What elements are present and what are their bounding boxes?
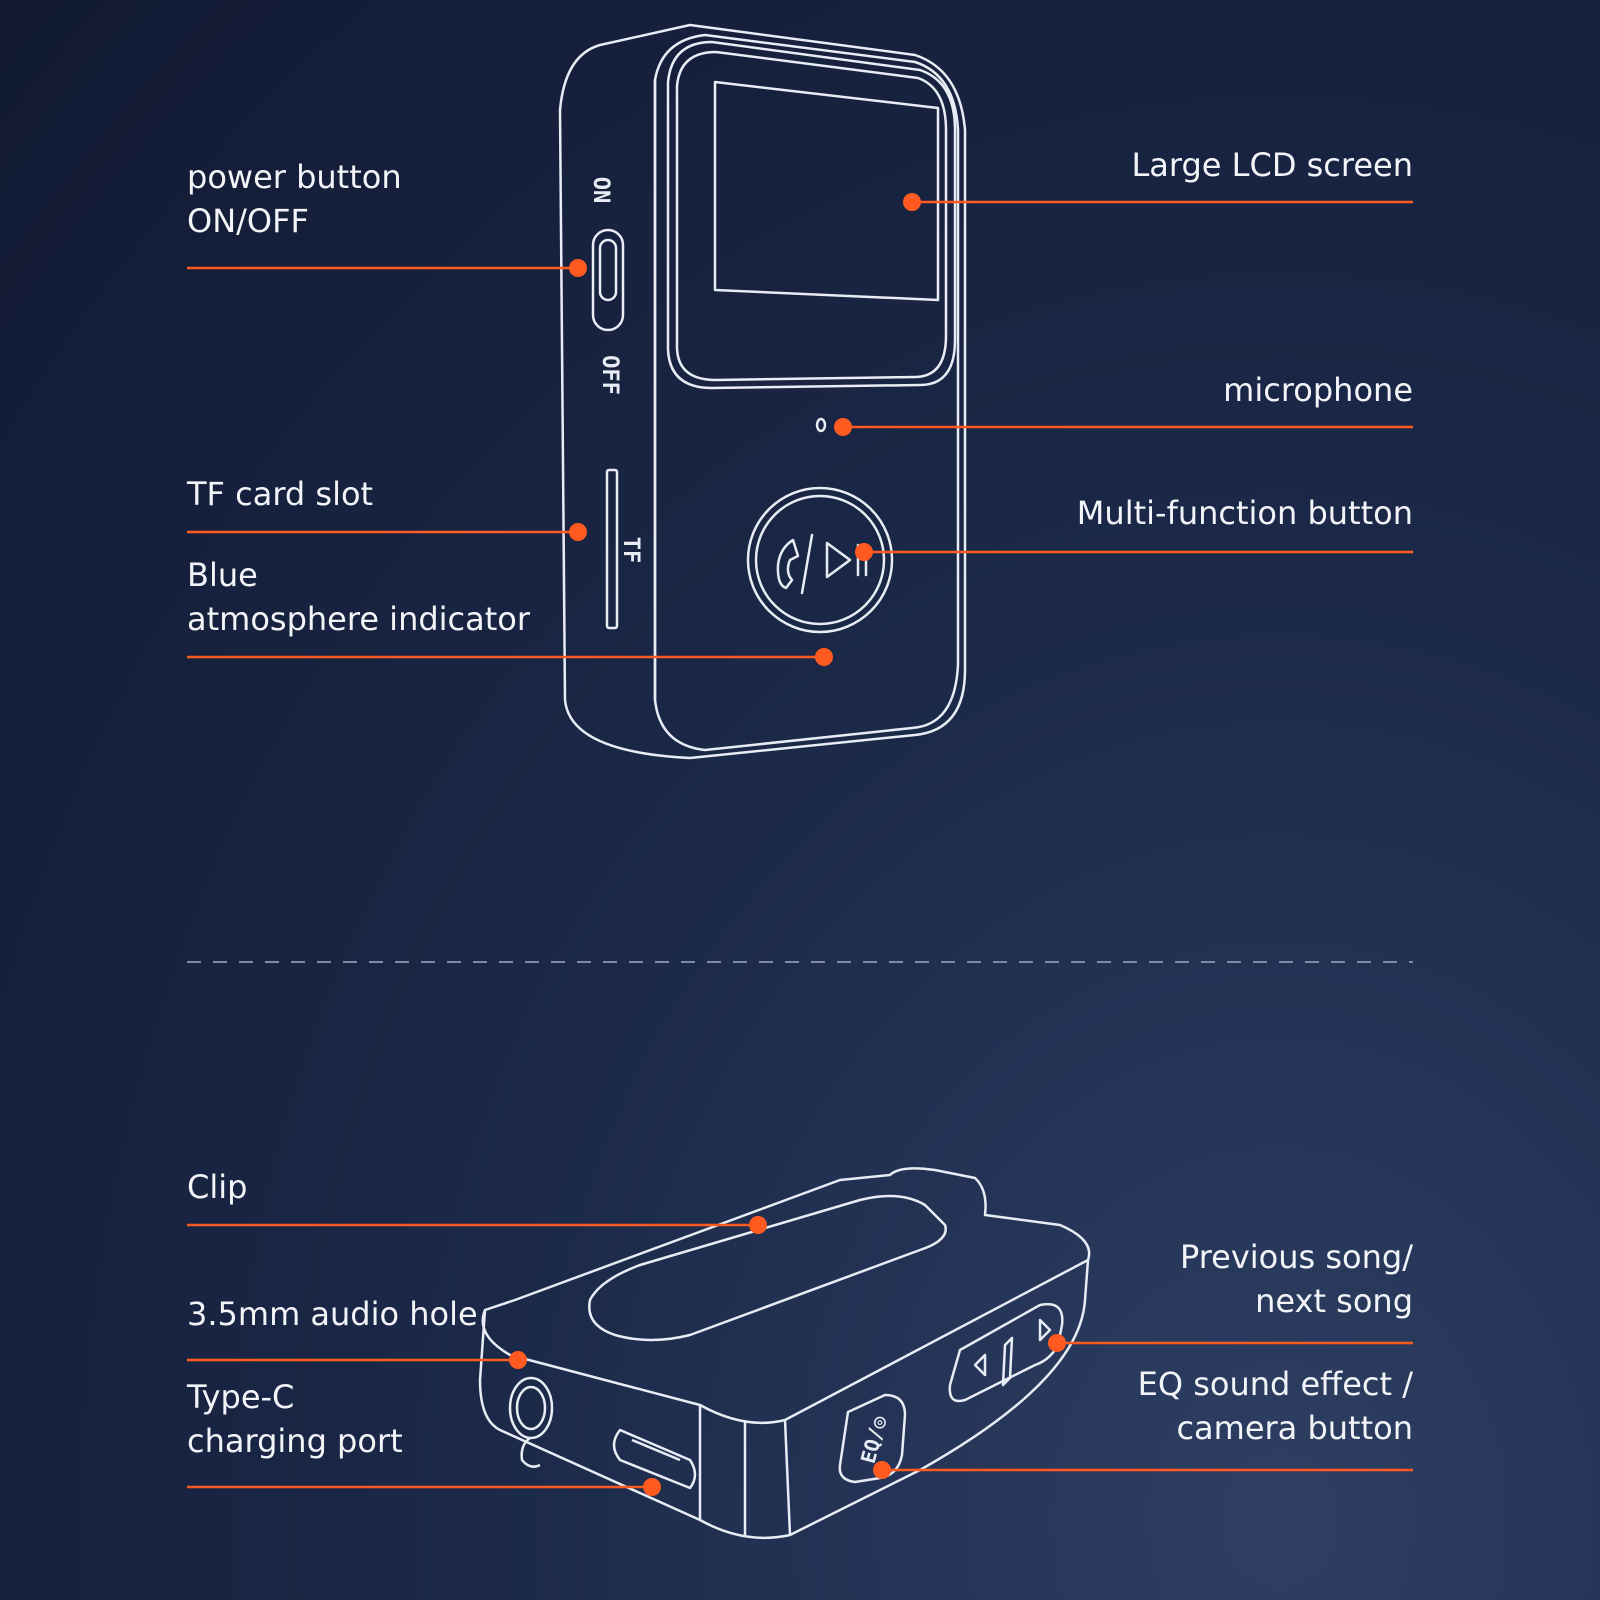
label-prev-next-line2: next song — [1255, 1282, 1413, 1320]
label-lcd-screen: Large LCD screen — [1131, 146, 1413, 184]
device-bottom-outline — [478, 1167, 1091, 1540]
label-power-button-line1: power button — [187, 158, 402, 196]
label-indicator: Blue atmosphere indicator — [187, 553, 530, 641]
dot-typec — [643, 1478, 661, 1496]
dot-clip — [749, 1216, 767, 1234]
label-prev-next: Previous song/ next song — [1180, 1235, 1413, 1323]
label-typec-line1: Type-C — [187, 1378, 295, 1416]
label-eq-camera: EQ sound effect / camera button — [1138, 1362, 1413, 1450]
dot-audio-hole — [509, 1351, 527, 1369]
dot-tf-card-slot — [569, 523, 587, 541]
side-label-tf: TF — [618, 537, 643, 564]
dot-power-button — [569, 259, 587, 277]
label-audio-hole: 3.5mm audio hole — [187, 1295, 478, 1333]
label-typec: Type-C charging port — [187, 1375, 403, 1463]
label-tf-card-slot: TF card slot — [187, 475, 374, 513]
callout-lines-bottom — [187, 1223, 1413, 1489]
label-microphone: microphone — [1223, 371, 1413, 409]
side-label-on: ON — [588, 177, 613, 204]
callout-dots-top — [569, 193, 921, 666]
callout-dots-bottom — [509, 1216, 1066, 1496]
side-label-off: OFF — [597, 355, 622, 395]
dot-prev-next — [1048, 1334, 1066, 1352]
device-front-outline — [558, 23, 967, 760]
label-eq-camera-line1: EQ sound effect / — [1137, 1365, 1413, 1403]
dot-indicator — [815, 648, 833, 666]
label-indicator-line1: Blue — [187, 556, 258, 594]
label-power-button: power button ON/OFF — [187, 155, 402, 243]
label-clip: Clip — [187, 1168, 248, 1206]
dot-multifunction — [855, 543, 873, 561]
dot-microphone — [834, 418, 852, 436]
callout-lines-top — [187, 200, 1413, 659]
label-prev-next-line1: Previous song/ — [1179, 1238, 1413, 1276]
dot-lcd-screen — [903, 193, 921, 211]
dot-eq-camera — [873, 1461, 891, 1479]
eq-button-glyph: EQ/◎ — [856, 1413, 892, 1466]
label-typec-line2: charging port — [187, 1422, 403, 1460]
label-eq-camera-line2: camera button — [1176, 1409, 1413, 1447]
call-play-pause-icon — [776, 533, 868, 595]
label-power-button-line2: ON/OFF — [187, 202, 309, 240]
label-multifunction: Multi-function button — [1076, 494, 1413, 532]
label-indicator-line2: atmosphere indicator — [187, 600, 531, 638]
